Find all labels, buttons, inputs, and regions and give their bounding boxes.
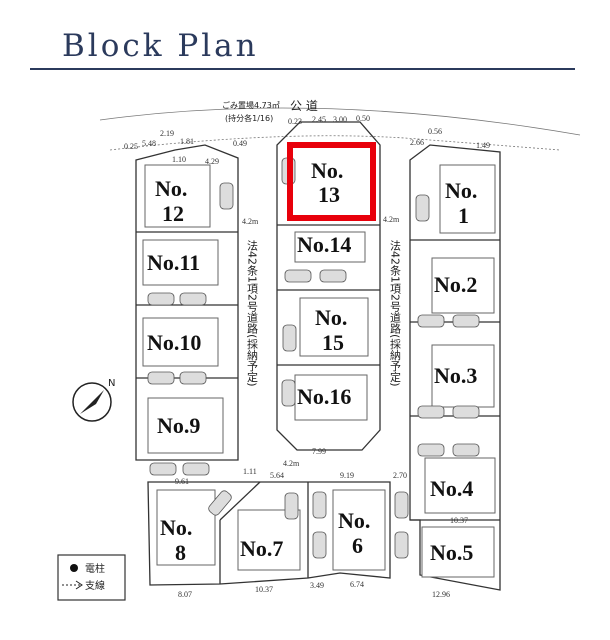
lot-7-label[interactable]: No.7 [240,536,283,561]
garbage-area-label: ごみ置場4.73㎡ [222,100,280,110]
utility-pole-icon [70,564,78,572]
lot-6-number: 6 [352,533,363,558]
lot-16-label[interactable]: No.16 [297,384,351,409]
dim-label: 0.49 [233,139,247,148]
lot-12-number: 12 [162,201,184,226]
lot-10-label[interactable]: No.10 [147,330,201,355]
house-footprint-16 [294,374,368,421]
dim-label: 2.66 [410,138,424,147]
lot-8-label[interactable]: No. [160,515,192,540]
house-footprint-7 [237,509,301,571]
dim-label: 12.96 [432,590,450,599]
dim-label: 5.64 [270,471,284,480]
dim-label: 0.23 [288,117,302,126]
dim-label: 0.50 [356,114,370,123]
lot-13-number: 13 [318,182,340,207]
road-width-bottom: 4.2m [283,459,300,468]
dim-label: 0.56 [428,127,442,136]
dim-label: 2.19 [160,129,174,138]
parking-cars [147,157,480,559]
dim-label: 10.37 [450,516,468,525]
lot-13-label[interactable]: No. [311,158,343,183]
left-block-outline [135,144,239,461]
dim-label: 1.49 [476,141,490,150]
highlight-lot-13 [287,142,376,221]
private-road-left-label: 法42条1項2号道路(採納予定) [246,239,259,387]
house-footprint-3 [431,344,495,408]
dim-label: 1.10 [172,155,186,164]
lot-1-label[interactable]: No. [445,178,477,203]
lot-4-label[interactable]: No.4 [430,476,473,501]
house-footprint-2 [431,257,495,314]
house-footprint-5 [421,526,495,578]
title-divider [30,68,575,70]
guy-wire-icon [62,580,83,590]
house-footprint-8 [156,489,216,566]
dim-label: 8.07 [178,590,192,599]
lot-1-number: 1 [458,203,469,228]
road-edge-bottom [109,135,561,151]
lot-11-label[interactable]: No.11 [147,250,200,275]
bottom-block-outline [147,481,391,586]
lot-boundary [219,481,261,521]
legend: 電柱 支線 [57,554,126,601]
road-width-left: 4.2m [242,217,259,226]
dim-label: 9.61 [175,477,189,486]
lot-6-label[interactable]: No. [338,508,370,533]
road-width-right: 4.2m [383,215,400,224]
dim-label: 5.48 [142,139,156,148]
lot-2-label[interactable]: No.2 [434,272,477,297]
dim-label: 1.81 [180,137,194,146]
dim-label: 0.25 [124,142,138,151]
road-edge-top [99,107,581,136]
house-footprint-9 [147,397,224,454]
center-block-outline [276,121,381,451]
house-footprint-6 [332,489,386,571]
public-road-label: 公 道 [290,99,318,113]
garbage-share-label: (持分各1/16) [225,113,273,123]
house-footprint-12 [144,164,211,228]
dim-label: 10.37 [255,585,273,594]
house-footprint-11 [142,239,219,286]
svg-text:N: N [108,378,115,389]
legend-pole-label: 電柱 [85,562,105,575]
dimension-labels: 0.23 2.45 3.00 0.50 2.19 1.10 4.29 0.25 … [124,114,490,599]
dim-label: 6.74 [350,580,364,589]
lot-8-number: 8 [175,540,186,565]
dim-label: 3.49 [310,581,324,590]
dim-label: 9.19 [340,471,354,480]
lot-9-label[interactable]: No.9 [157,413,200,438]
house-footprint-15 [299,297,369,357]
legend-guy-wire-label: 支線 [85,579,105,592]
lot-12-label[interactable]: No. [155,176,187,201]
house-footprint-1 [439,164,496,234]
dim-label: 2.70 [393,471,407,480]
page-title: Block Plan [62,28,259,64]
lot-3-label[interactable]: No.3 [434,363,477,388]
lot-15-number: 15 [322,330,344,355]
house-footprint-10 [142,317,219,367]
lot-15-label[interactable]: No. [315,305,347,330]
lot-5-label[interactable]: No.5 [430,540,473,565]
dim-label: 4.29 [205,157,219,166]
house-footprint-14 [294,231,366,263]
lot-14-label[interactable]: No.14 [297,232,351,257]
private-road-right-label: 法42条1項2号道路(採納予定) [389,239,402,387]
dim-label: 3.00 [333,115,347,124]
house-footprint-4 [424,457,496,514]
dim-label: 2.45 [312,115,326,124]
dim-label: 7.99 [312,447,326,456]
dim-label: 1.11 [243,467,257,476]
north-compass-icon: N [72,378,115,422]
